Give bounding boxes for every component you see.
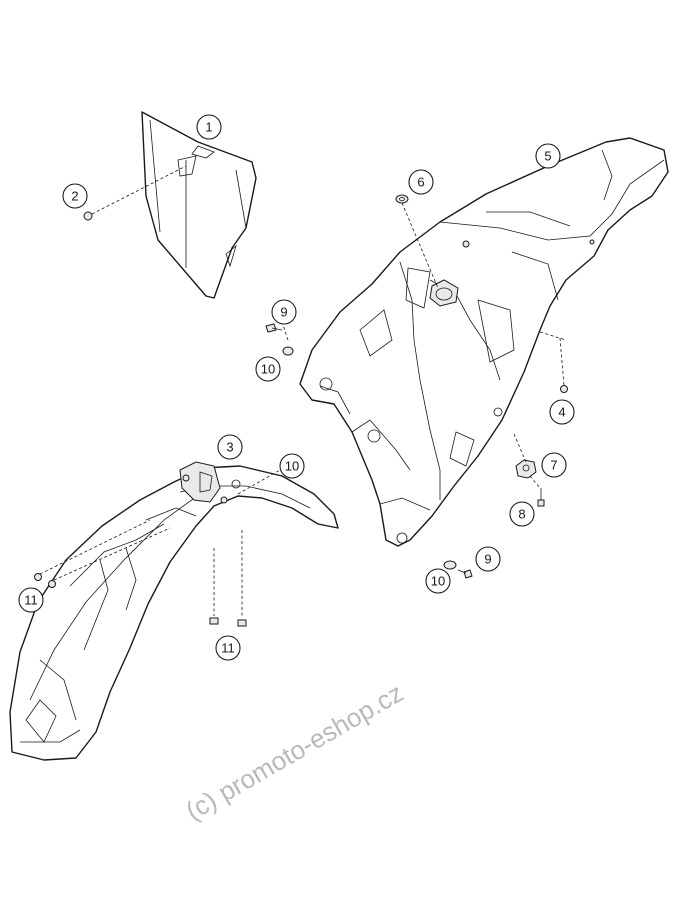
- screw-11-bottom-b: [237, 619, 247, 627]
- svg-text:9: 9: [280, 305, 287, 320]
- svg-text:6: 6: [417, 175, 424, 190]
- screw-4: [560, 385, 568, 393]
- callout-7: 7: [541, 452, 567, 478]
- callout-10-lower: 10: [425, 568, 451, 594]
- callout-11-bottom: 11: [215, 635, 241, 661]
- svg-text:4: 4: [558, 405, 565, 420]
- callout-9-upper: 9: [271, 299, 297, 325]
- svg-text:5: 5: [544, 149, 551, 164]
- screw-11-bottom-a: [209, 617, 219, 625]
- callout-11-left: 11: [18, 587, 44, 613]
- screw-9-lower: [457, 569, 473, 579]
- nut-7: [515, 459, 537, 479]
- screw-8: [537, 488, 545, 507]
- washer-6: [395, 194, 409, 204]
- callout-9-lower: 9: [475, 546, 501, 572]
- svg-text:11: 11: [221, 641, 235, 656]
- svg-text:7: 7: [550, 458, 557, 473]
- fastener-screw-2: [83, 211, 93, 221]
- front-fender: [9, 461, 339, 761]
- svg-text:11: 11: [24, 593, 38, 608]
- svg-text:9: 9: [484, 552, 491, 567]
- callout-3: 3: [217, 434, 243, 460]
- callout-10-upper: 10: [255, 356, 281, 382]
- callout-8: 8: [509, 501, 535, 527]
- washer-10-lower: [443, 560, 457, 570]
- svg-text:1: 1: [205, 120, 212, 135]
- svg-text:10: 10: [261, 362, 275, 377]
- rear-fender: [299, 137, 669, 547]
- svg-text:10: 10: [285, 459, 299, 474]
- washer-10-upper: [282, 346, 294, 356]
- svg-text:10: 10: [431, 574, 445, 589]
- svg-text:3: 3: [226, 440, 233, 455]
- svg-text:2: 2: [71, 189, 78, 204]
- svg-text:8: 8: [518, 507, 525, 522]
- callout-6: 6: [408, 169, 434, 195]
- screw-9-upper: [265, 323, 283, 333]
- screw-11-left-a: [34, 573, 42, 581]
- number-plate: [141, 111, 257, 299]
- callout-4: 4: [549, 399, 575, 425]
- callout-1: 1: [196, 114, 222, 140]
- screw-11-left-b: [48, 580, 56, 588]
- callout-5: 5: [535, 143, 561, 169]
- callout-10-front-fender: 10: [279, 453, 305, 479]
- callout-2: 2: [62, 183, 88, 209]
